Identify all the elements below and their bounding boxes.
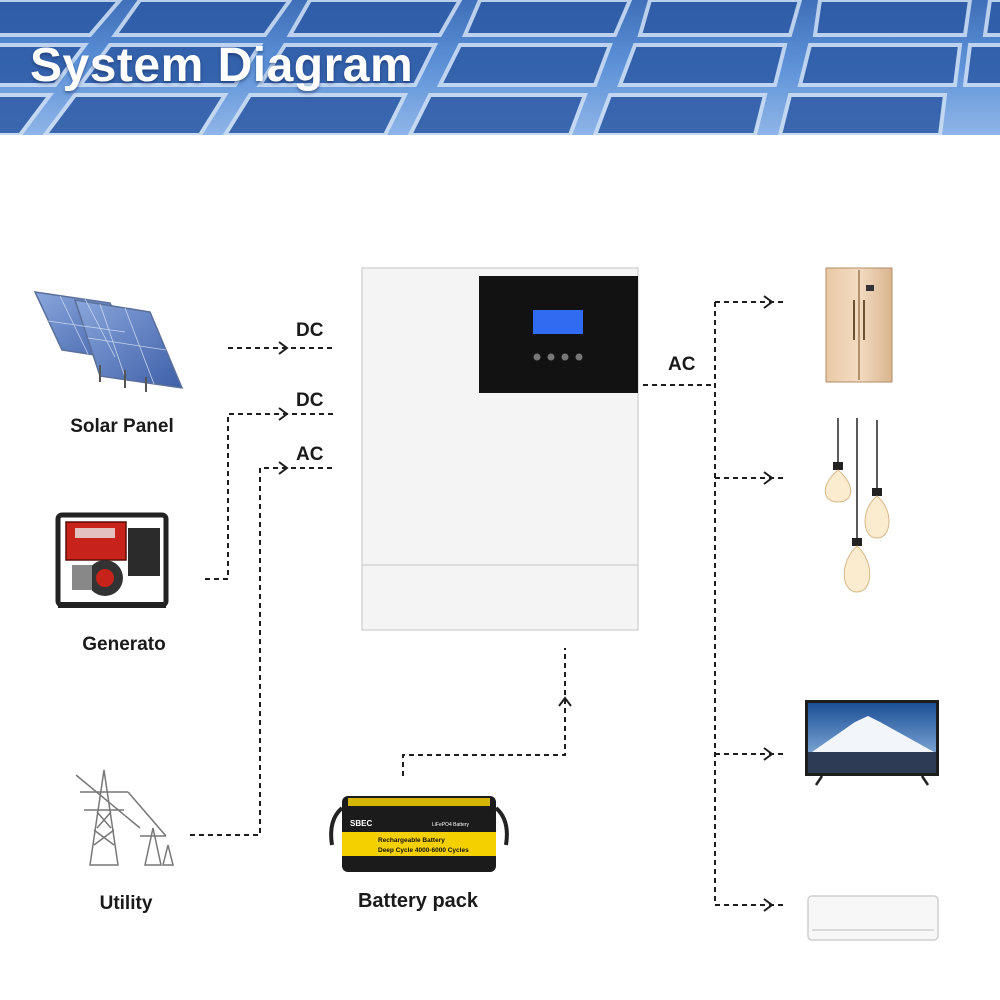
flow-label-utility: AC	[296, 444, 324, 465]
battery-brand: SBEC	[350, 819, 372, 828]
arrow-generator	[278, 407, 289, 421]
arrowheads	[278, 295, 774, 912]
page-title: System Diagram	[30, 39, 414, 92]
lcd-screen	[533, 310, 583, 334]
arrow-solar	[278, 341, 289, 355]
utility-pylon-icon	[75, 769, 174, 866]
utility-label: Utility	[99, 893, 153, 914]
flow-label-generator: DC	[296, 390, 324, 411]
battery-line1: Rechargeable Battery	[378, 837, 445, 844]
solar-cells-background	[0, 0, 1000, 135]
solar-panel-label: Solar Panel	[70, 416, 174, 437]
arrow-tv	[763, 747, 774, 761]
generator-icon	[55, 512, 169, 608]
television-icon	[805, 700, 939, 786]
refrigerator-icon	[825, 267, 893, 383]
generator-label: Generato	[82, 634, 166, 655]
solar-panel-icon	[33, 291, 184, 392]
flow-label-solar: DC	[296, 320, 324, 341]
arrow-ac-unit	[763, 898, 774, 912]
battery-line2: Deep Cycle 4000-6000 Cycles	[378, 847, 469, 854]
battery-icon: SBEC LiFePO4 Battery Rechargeable Batter…	[329, 796, 509, 872]
arrow-lights	[763, 471, 774, 485]
arrow-utility	[278, 461, 289, 475]
flow-label-output: AC	[668, 354, 696, 375]
header-banner: System Diagram	[0, 0, 1000, 135]
inverter-icon	[361, 267, 639, 631]
arrow-battery	[558, 696, 572, 707]
pendant-lights-icon	[824, 418, 890, 593]
arrow-fridge	[763, 295, 774, 309]
air-conditioner-icon	[807, 895, 939, 941]
battery-pack-label: Battery pack	[357, 890, 479, 912]
battery-type: LiFePO4 Battery	[432, 822, 469, 828]
